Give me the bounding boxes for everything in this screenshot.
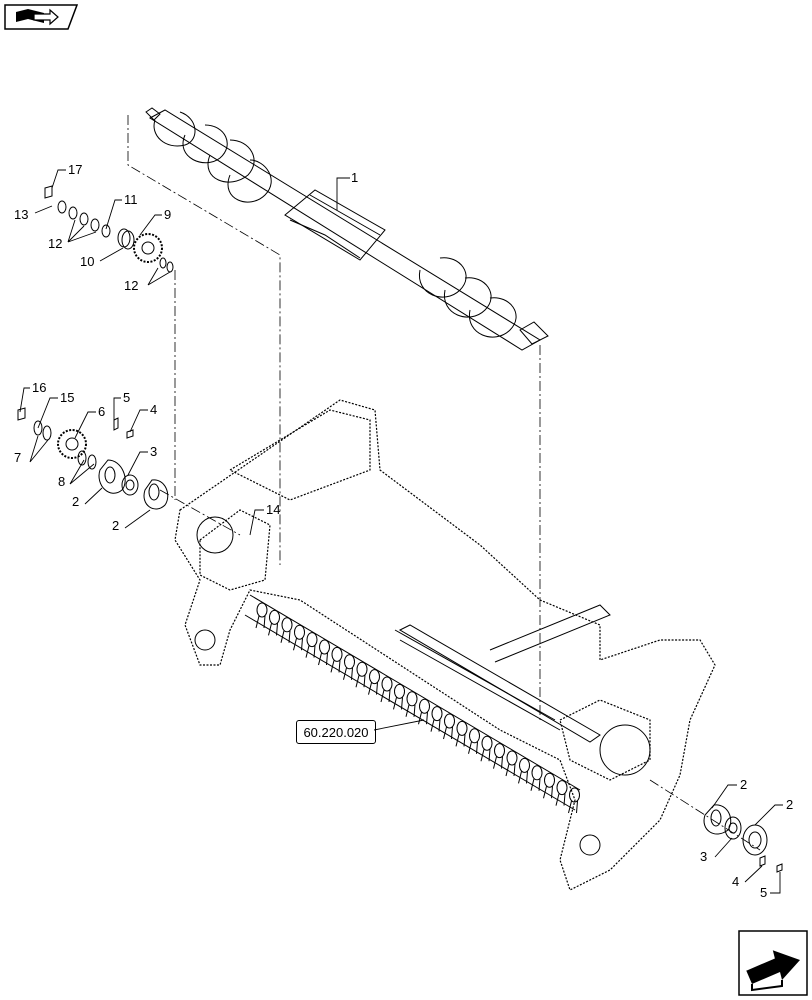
tine-finger [493,756,503,769]
callout-5: 5 [123,390,130,405]
callout-12: 12 [124,278,138,293]
tine [344,654,355,670]
centerline [127,115,761,851]
callout-14: 14 [266,502,280,517]
tine-finger [430,719,441,732]
tine-finger [318,652,328,666]
callout-2: 2 [72,494,79,509]
tine-finger [568,800,578,814]
tine [431,706,443,722]
tine-finger [368,682,378,695]
tine [331,646,343,662]
auger-shaft [145,107,549,351]
tine-finger [268,623,278,636]
callout-4: 4 [732,874,739,889]
tine [506,750,518,766]
callout-2: 2 [740,777,747,792]
tine-finger [543,786,553,799]
tine [356,661,368,677]
callout-13: 13 [14,207,28,222]
callout-5: 5 [760,885,767,900]
tine [381,676,393,692]
tine [256,602,268,618]
tine-finger [505,763,516,777]
tine [369,669,380,685]
header-frame [174,399,716,891]
callout-15: 15 [60,390,74,405]
tine-finger [468,741,478,754]
next-page-arrow-icon[interactable] [738,930,808,996]
tine-finger [418,712,428,725]
callout-4: 4 [150,402,157,417]
callout-6: 6 [98,404,105,419]
callout-3: 3 [700,849,707,864]
tine [481,735,493,751]
callout-9: 9 [164,207,171,222]
right-drive-parts [703,804,783,873]
tine-finger [530,778,541,791]
tine-finger [393,697,403,710]
tine-finger [293,638,303,651]
tine [419,698,430,714]
tine [444,713,455,729]
tine [294,624,305,640]
tine-finger [280,630,291,643]
book-arrow-icon[interactable] [4,4,78,30]
tine [556,780,568,796]
tine [569,787,580,803]
callout-17: 17 [68,162,82,177]
tine [406,691,418,707]
tine-finger [343,667,353,680]
callout-labels: 1 17 13 12 11 10 9 12 16 15 7 6 8 5 4 2 … [14,162,793,900]
tine-finger [518,771,528,784]
tine [394,683,405,699]
tine-finger [443,726,453,740]
tine-finger [405,704,416,717]
left-drive-parts [17,185,174,510]
tine-row [255,602,580,814]
reference-link-label: 60.220.020 [303,724,369,740]
tine [469,728,480,744]
tine-finger [455,734,466,747]
tine [319,639,330,655]
tine-finger [355,675,366,688]
callout-2: 2 [786,797,793,812]
callout-1: 1 [351,170,358,185]
callout-2: 2 [112,518,119,533]
tine-finger [555,793,566,806]
tine [281,617,293,633]
callout-8: 8 [58,474,65,489]
tine [269,609,280,625]
callout-3: 3 [150,444,157,459]
tine [544,772,555,788]
tine-finger [330,660,341,673]
tine-finger [480,749,491,762]
callout-10: 10 [80,254,94,269]
tine-finger [255,615,266,629]
callout-16: 16 [32,380,46,395]
tine-finger [305,645,316,658]
tine-finger [380,689,391,703]
tine [531,765,543,781]
callout-7: 7 [14,450,21,465]
tine [456,720,468,736]
tine [519,757,530,773]
tine [306,632,318,648]
leader-lines [19,169,783,894]
callout-12: 12 [48,236,62,251]
reference-link-button[interactable]: 60.220.020 [296,720,376,744]
tine [494,743,505,759]
reference-leader-line [374,719,425,731]
callout-11: 11 [124,192,138,207]
